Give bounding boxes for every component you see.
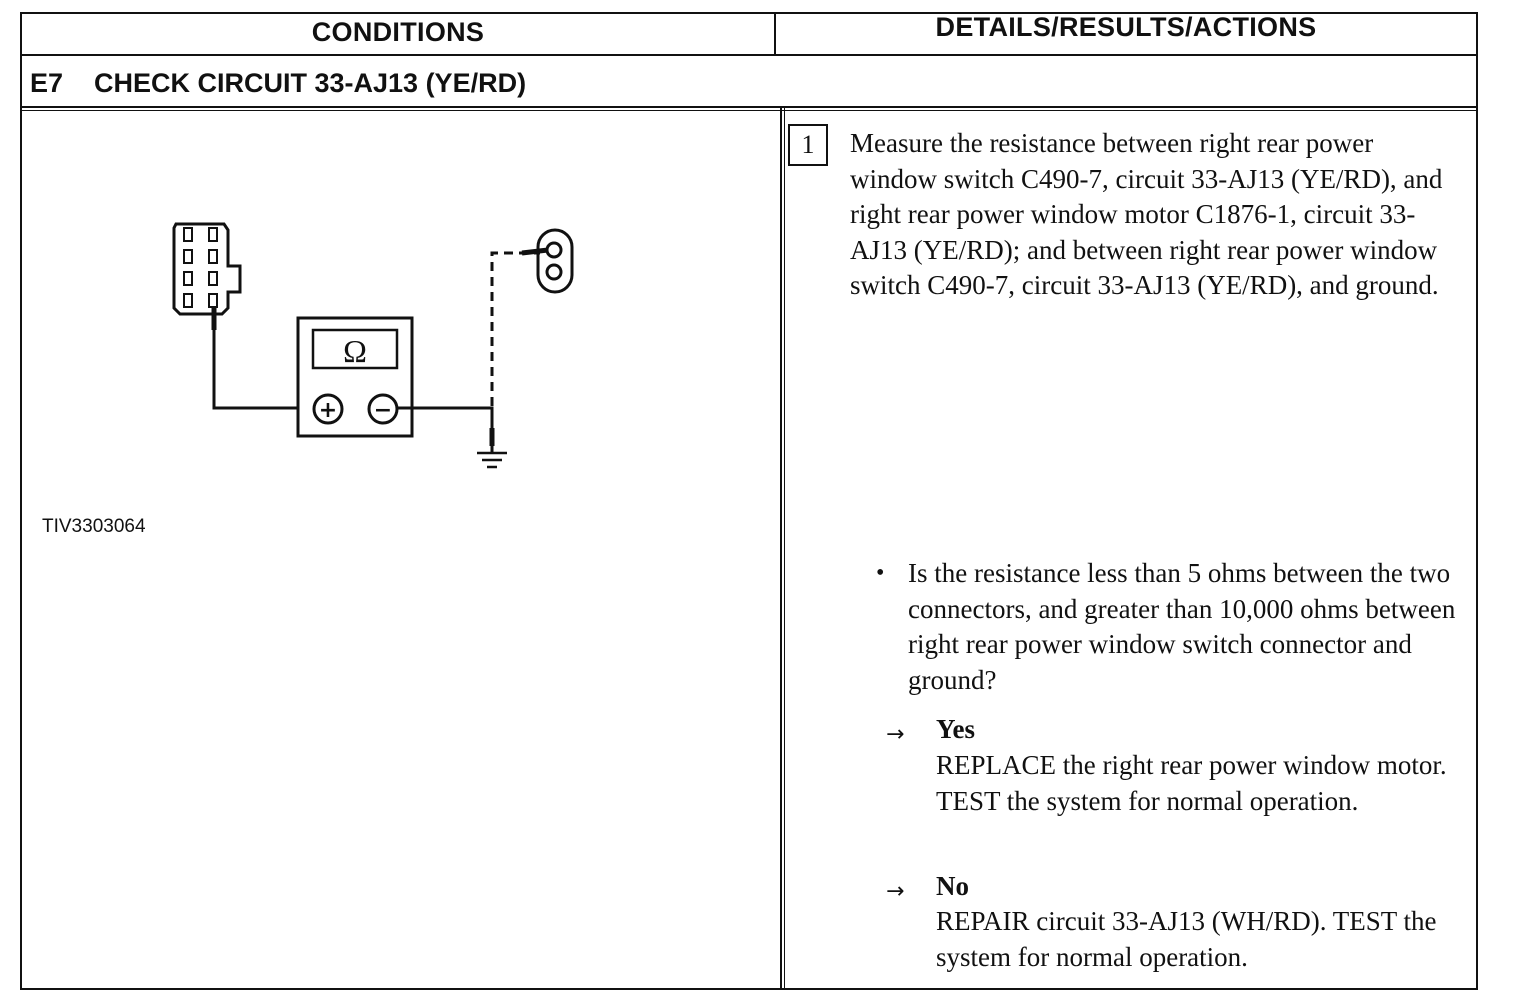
header-divider [20,54,1478,56]
instruction-text: Measure the resistance between right rea… [850,128,1443,300]
conditions-header: CONDITIONS [311,17,485,47]
minus-terminal-symbol: − [374,398,392,423]
no-arrow-icon: → [886,879,905,904]
motor-connector-icon [521,228,574,294]
step-code: E7 [30,68,64,98]
no-label: No [936,871,969,901]
alternate-test-lead [490,251,540,406]
switch-connector-icon [172,222,242,316]
figure-id: TIV3303064 [42,516,146,537]
question-text: Is the resistance less than 5 ohms betwe… [908,558,1456,695]
step-heading: CHECK CIRCUIT 33-AJ13 (YE/RD) [94,68,527,98]
ohm-symbol: Ω [343,333,367,369]
negative-test-lead [397,406,495,452]
step-title: E7 CHECK CIRCUIT 33-AJ13 (YE/RD) [30,68,526,99]
yes-action: REPLACE the right rear power window moto… [936,750,1447,816]
substep-number: 1 [788,124,828,166]
details-header: DETAILS/RESULTS/ACTIONS [935,12,1317,42]
question-bullet: • [876,560,885,586]
header-column-divider [774,12,776,56]
plus-terminal-symbol: + [319,398,337,423]
no-action: REPAIR circuit 33-AJ13 (WH/RD). TEST the… [936,906,1437,972]
yes-label: Yes [936,714,975,744]
title-divider-shadow [20,110,1478,111]
ground-icon [477,451,507,469]
body-column-divider-inner [784,108,785,990]
yes-arrow-icon: → [886,722,905,747]
table-frame [20,12,1478,990]
body-column-divider [780,108,782,990]
title-divider [20,106,1478,108]
positive-test-lead [211,306,298,410]
